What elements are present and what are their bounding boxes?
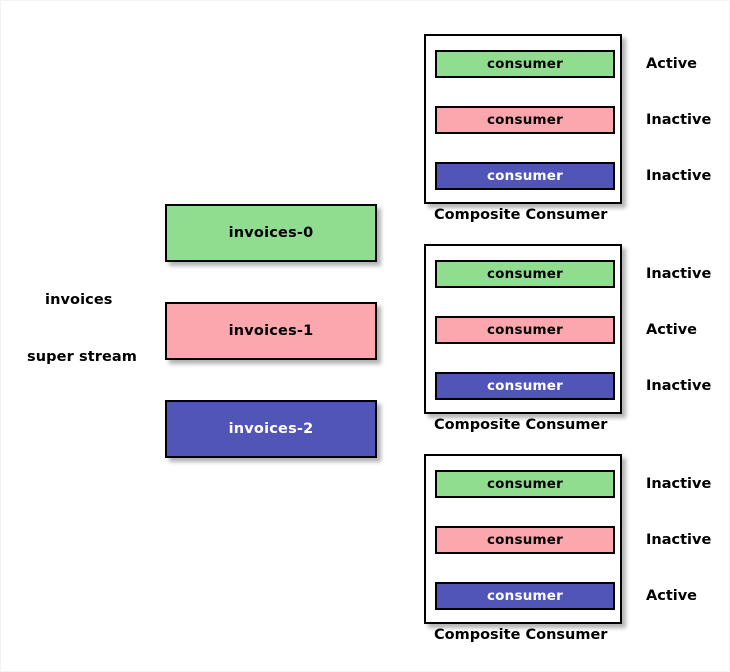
- super-stream-type-label: super stream: [27, 349, 138, 365]
- composite-consumer-group-2: consumer Inactive consumer Active consum…: [424, 244, 711, 433]
- composite-consumer-group-3: consumer Inactive consumer Inactive cons…: [424, 454, 711, 643]
- stream-partition-label: invoices-2: [228, 421, 314, 437]
- status-badge: Inactive: [646, 532, 712, 548]
- composite-consumer-caption: Composite Consumer: [434, 207, 608, 223]
- status-badge: Active: [646, 588, 698, 604]
- status-badge: Inactive: [646, 168, 712, 184]
- status-badge: Active: [646, 322, 698, 338]
- consumer-instance[interactable]: consumer: [435, 162, 615, 190]
- consumer-row: consumer Inactive: [435, 260, 711, 288]
- consumer-label: consumer: [486, 168, 563, 184]
- consumer-row: consumer Inactive: [435, 372, 711, 400]
- consumer-instance[interactable]: consumer: [435, 470, 615, 498]
- stream-partition-label: invoices-1: [228, 323, 314, 339]
- consumer-label: consumer: [486, 322, 563, 338]
- status-badge: Active: [646, 56, 698, 72]
- consumer-row: consumer Inactive: [435, 470, 711, 498]
- stream-partition-label: invoices-0: [228, 225, 314, 241]
- consumer-row: consumer Inactive: [435, 526, 711, 554]
- stream-partition-invoices-1[interactable]: invoices-1: [165, 302, 377, 360]
- consumer-label: consumer: [486, 112, 563, 128]
- stream-partition-invoices-0[interactable]: invoices-0: [165, 204, 377, 262]
- stream-partition-invoices-2[interactable]: invoices-2: [165, 400, 377, 458]
- consumer-row: consumer Active: [435, 582, 697, 610]
- consumer-instance[interactable]: consumer: [435, 582, 615, 610]
- consumer-label: consumer: [486, 56, 563, 72]
- consumer-instance[interactable]: consumer: [435, 316, 615, 344]
- consumer-row: consumer Inactive: [435, 106, 711, 134]
- consumer-row: consumer Active: [435, 50, 697, 78]
- composite-consumer-caption: Composite Consumer: [434, 417, 608, 433]
- composite-consumer-box[interactable]: consumer Inactive consumer Active consum…: [424, 244, 711, 414]
- consumer-instance[interactable]: consumer: [435, 260, 615, 288]
- composite-consumer-caption: Composite Consumer: [434, 627, 608, 643]
- consumer-label: consumer: [486, 532, 563, 548]
- composite-consumer-group-1: consumer Active consumer Inactive consum…: [424, 34, 711, 223]
- consumer-instance[interactable]: consumer: [435, 50, 615, 78]
- consumer-label: consumer: [486, 266, 563, 282]
- composite-consumer-box[interactable]: consumer Inactive consumer Inactive cons…: [424, 454, 711, 624]
- consumer-instance[interactable]: consumer: [435, 526, 615, 554]
- consumer-instance[interactable]: consumer: [435, 106, 615, 134]
- consumer-label: consumer: [486, 588, 563, 604]
- status-badge: Inactive: [646, 476, 712, 492]
- super-stream-name-label: invoices: [45, 292, 113, 308]
- consumer-row: consumer Inactive: [435, 162, 711, 190]
- consumer-row: consumer Active: [435, 316, 697, 344]
- consumer-label: consumer: [486, 378, 563, 394]
- status-badge: Inactive: [646, 112, 712, 128]
- status-badge: Inactive: [646, 378, 712, 394]
- composite-consumer-box[interactable]: consumer Active consumer Inactive consum…: [424, 34, 711, 204]
- status-badge: Inactive: [646, 266, 712, 282]
- consumer-label: consumer: [486, 476, 563, 492]
- consumer-instance[interactable]: consumer: [435, 372, 615, 400]
